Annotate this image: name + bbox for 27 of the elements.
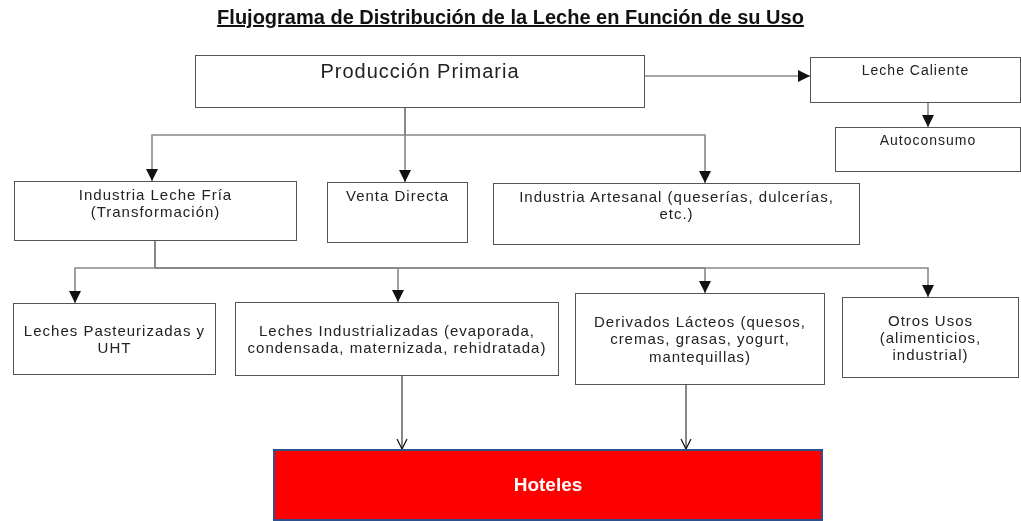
- box-label: Industria Leche Fría (Transformación): [77, 186, 234, 221]
- arrow: [396, 375, 408, 450]
- box-label: Venta Directa: [345, 187, 450, 205]
- box-label: Producción Primaria: [320, 60, 520, 83]
- destination-box: [273, 449, 823, 521]
- box-label: Hoteles: [513, 474, 583, 496]
- box-label: Leche Caliente: [861, 62, 970, 79]
- box-label: Autoconsumo: [879, 132, 977, 149]
- box-label: Derivados Lácteos (quesos, cremas, grasas, yogurt, mantequillas): [593, 313, 807, 365]
- process-box: [810, 57, 1021, 103]
- process-box: [842, 297, 1019, 378]
- process-box: [13, 303, 216, 375]
- process-box: [493, 183, 860, 245]
- box-label: Leches Pasteurizadas y UHT: [22, 321, 207, 357]
- process-box: [327, 182, 468, 243]
- arrow: [680, 384, 692, 450]
- box-label: Industria Artesanal (queserías, dulcerías, etc.): [518, 188, 835, 223]
- arrow: [644, 70, 811, 82]
- arrow: [922, 102, 934, 128]
- process-box: [235, 302, 559, 376]
- box-label: Otros Usos (alimenticios, industrial): [878, 311, 983, 364]
- diagram-title: Flujograma de Distribución de la Leche en Función de su Uso: [216, 6, 805, 29]
- process-box: [195, 55, 645, 108]
- process-box: [575, 293, 825, 385]
- process-box: [14, 181, 297, 241]
- process-box: [835, 127, 1021, 172]
- box-label: Leches Industrializadas (evaporada, condensada, maternizada, rehidratada): [246, 321, 548, 357]
